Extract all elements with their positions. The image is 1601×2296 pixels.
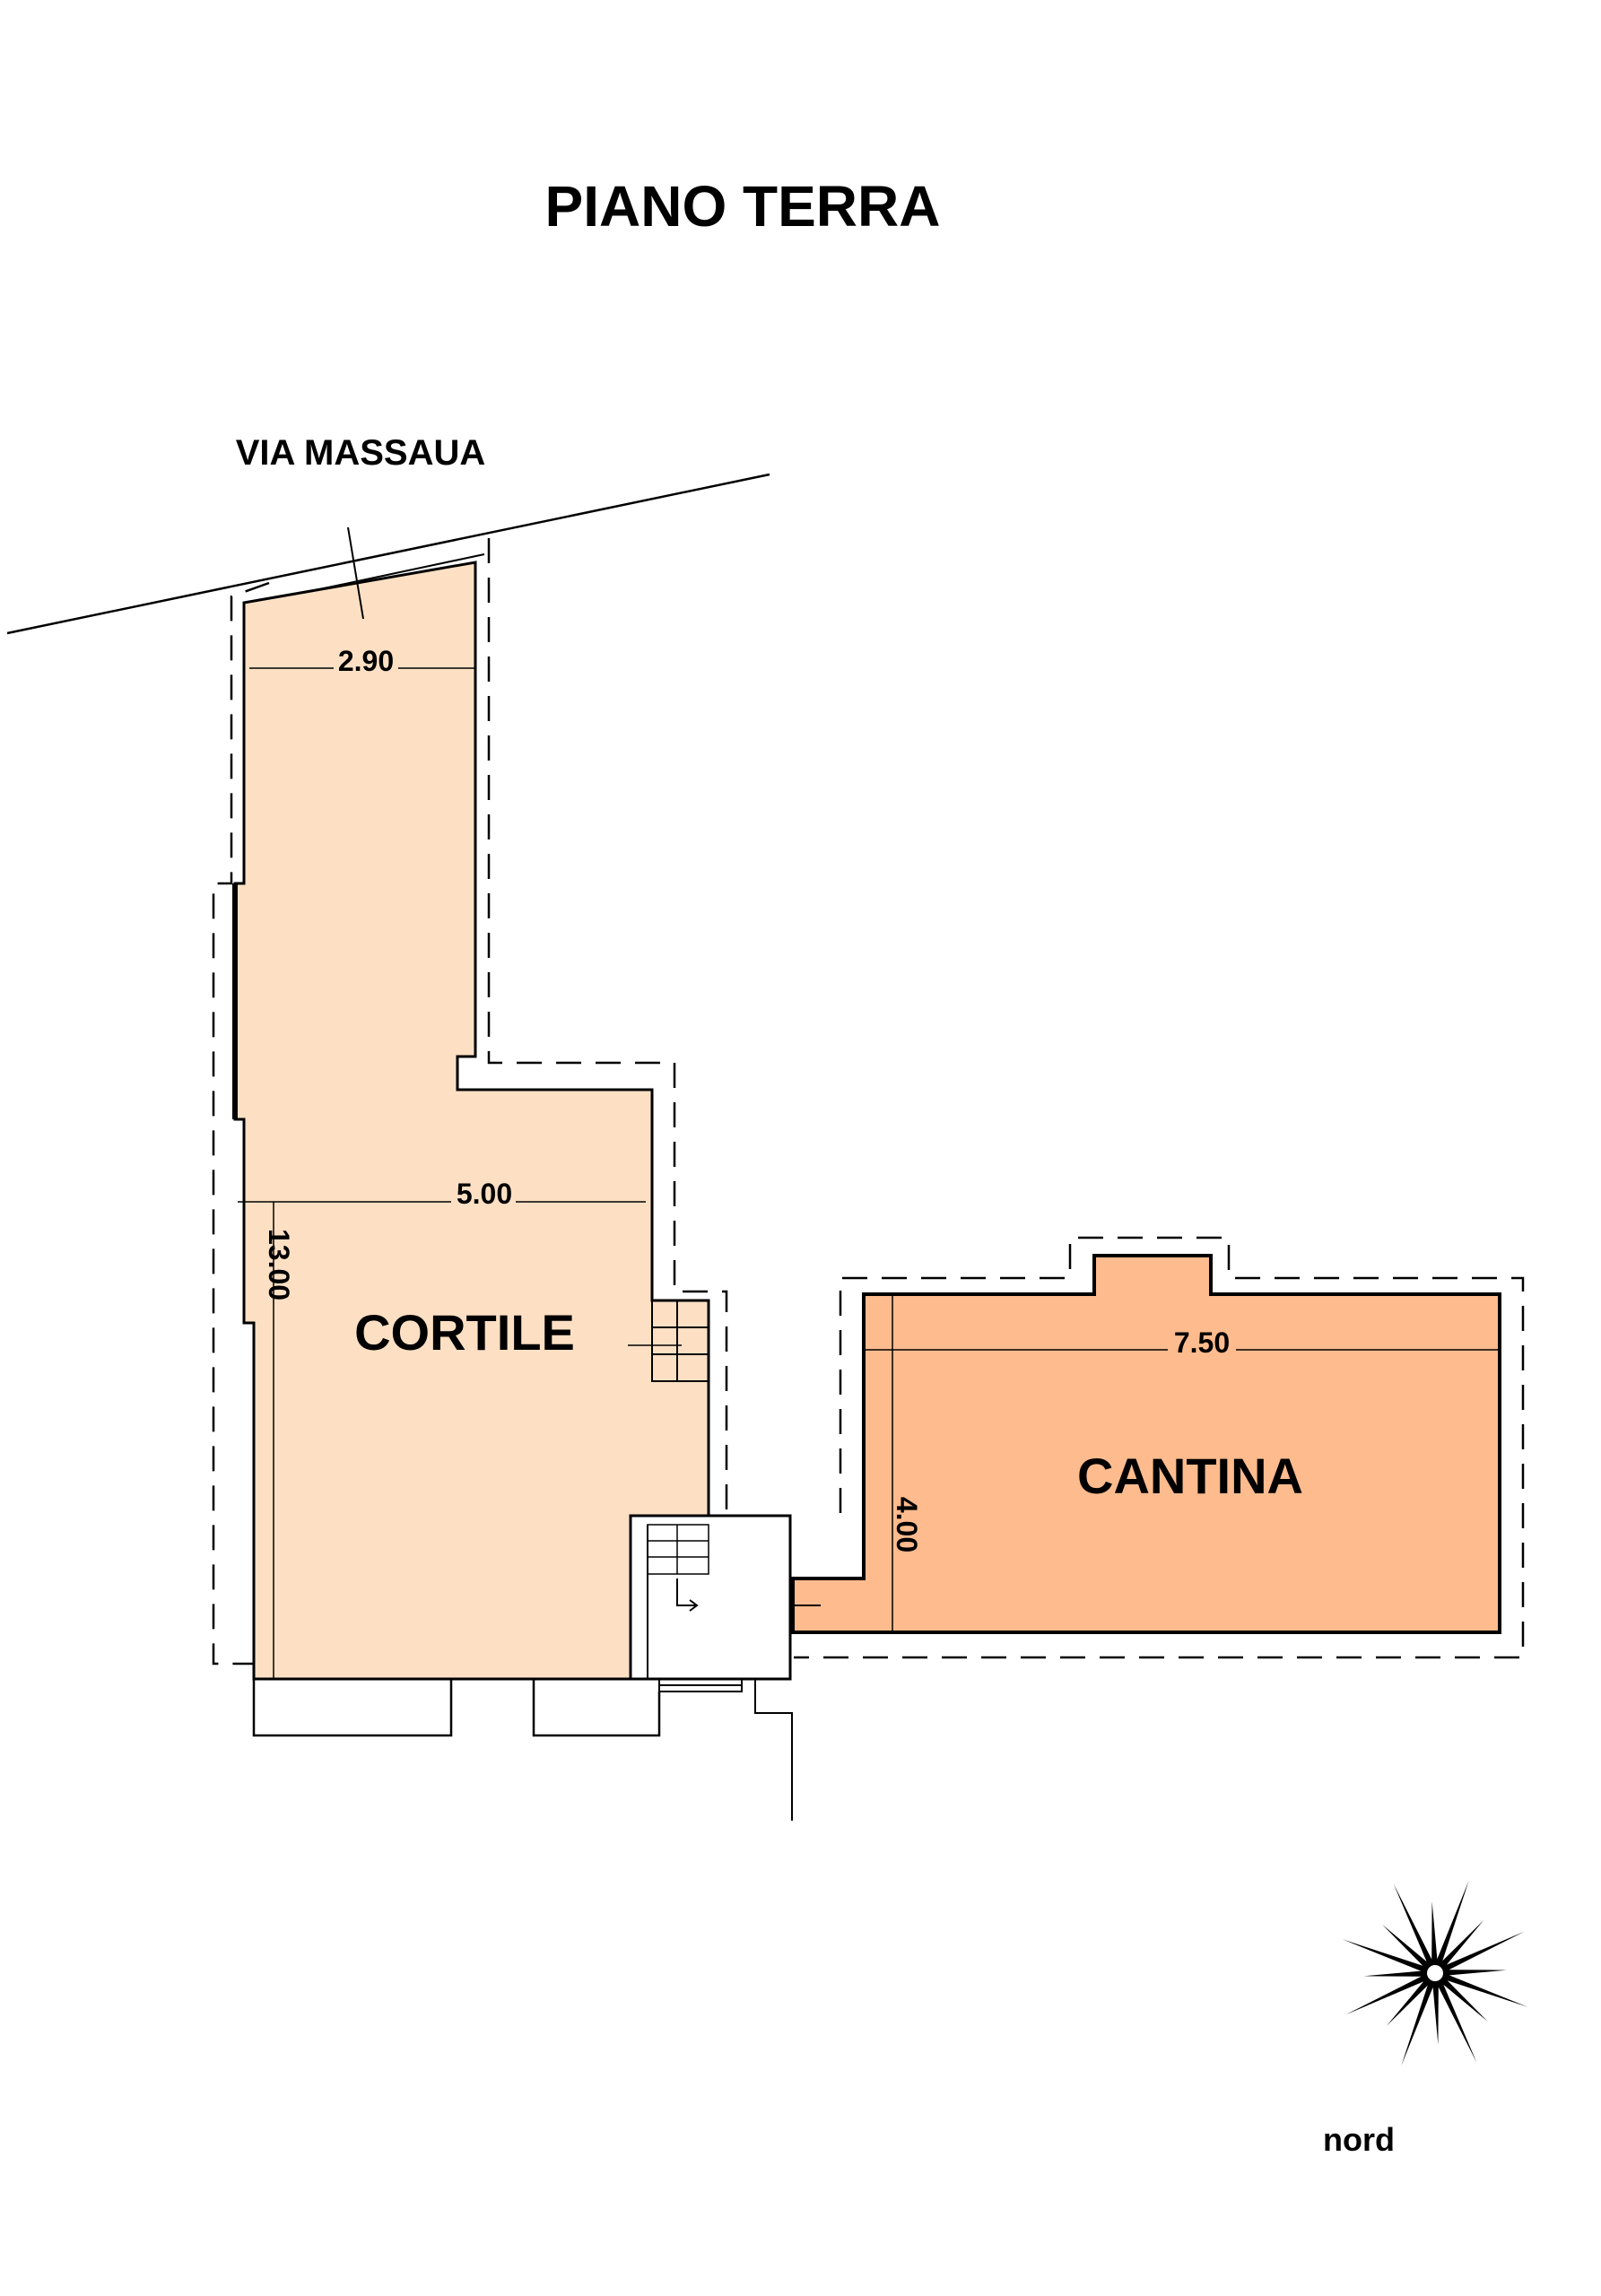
adjacent-wall-left	[252, 1679, 453, 1737]
adjacent-wall-mid	[532, 1679, 661, 1737]
dim-label-cortile-height: 13.00	[263, 1229, 295, 1300]
dim-label-cantina-height: 4.00	[891, 1497, 923, 1552]
entrance-room	[629, 1514, 792, 1681]
street-label: VIA MASSAUA	[236, 433, 486, 473]
compass-rose-icon	[1342, 1880, 1528, 2066]
cortile-dashed-boundary	[212, 538, 728, 1665]
bottom-threshold	[658, 1678, 743, 1692]
cantina-label: CANTINA	[1077, 1448, 1303, 1504]
stairs-upper	[651, 1300, 709, 1382]
compass-label: nord	[1323, 2121, 1395, 2158]
adjacent-wall-right	[754, 1679, 793, 1821]
dim-label-cortile-mid: 5.00	[457, 1178, 512, 1210]
street-line	[6, 473, 770, 635]
cortile-label: CORTILE	[354, 1304, 575, 1361]
cortile-area	[233, 561, 710, 1681]
dim-label-cantina-width: 7.50	[1174, 1326, 1230, 1359]
dim-label-cortile-top: 2.90	[338, 645, 394, 677]
cantina-area	[791, 1254, 1501, 1634]
plan-title: PIANO TERRA	[545, 174, 941, 239]
street-tick	[347, 526, 364, 620]
